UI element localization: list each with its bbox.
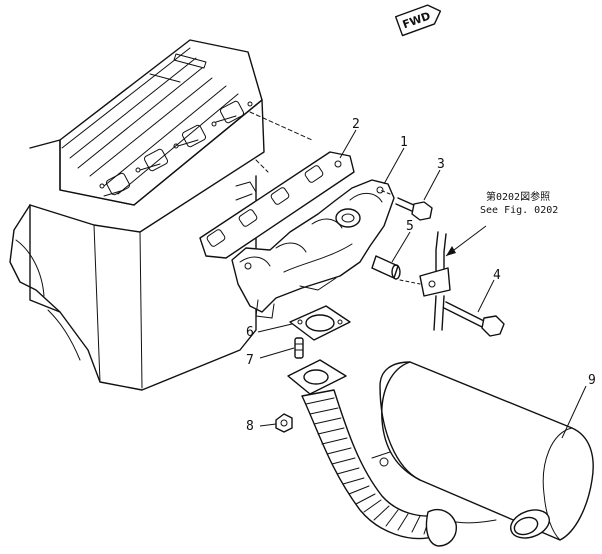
reference-note-line2: See Fig. 0202 — [480, 205, 558, 216]
direction-indicator: FWD — [394, 4, 442, 37]
leader-lines — [257, 129, 587, 439]
nut — [275, 413, 293, 433]
stud — [294, 337, 304, 359]
flexible-exhaust-pipe — [287, 359, 497, 547]
exhaust-manifold — [231, 179, 395, 319]
callout-9: 9 — [588, 373, 596, 388]
callout-1: 1 — [400, 135, 408, 150]
engine-block — [9, 39, 313, 391]
callout-5: 5 — [406, 219, 414, 234]
callout-6: 6 — [246, 325, 254, 340]
muffler — [371, 361, 594, 541]
reference-note-line1: 第0202図参照 — [486, 190, 550, 203]
bolt-upper — [379, 189, 433, 221]
callout-3: 3 — [437, 157, 445, 172]
manifold-gasket — [199, 151, 355, 259]
spacer — [371, 255, 401, 280]
flange-gasket — [289, 305, 351, 341]
callout-2: 2 — [352, 117, 360, 132]
callout-4: 4 — [493, 268, 501, 283]
bolt-lower — [443, 301, 505, 337]
callout-7: 7 — [246, 353, 254, 368]
callout-8: 8 — [246, 419, 254, 434]
support-bracket — [399, 231, 451, 331]
